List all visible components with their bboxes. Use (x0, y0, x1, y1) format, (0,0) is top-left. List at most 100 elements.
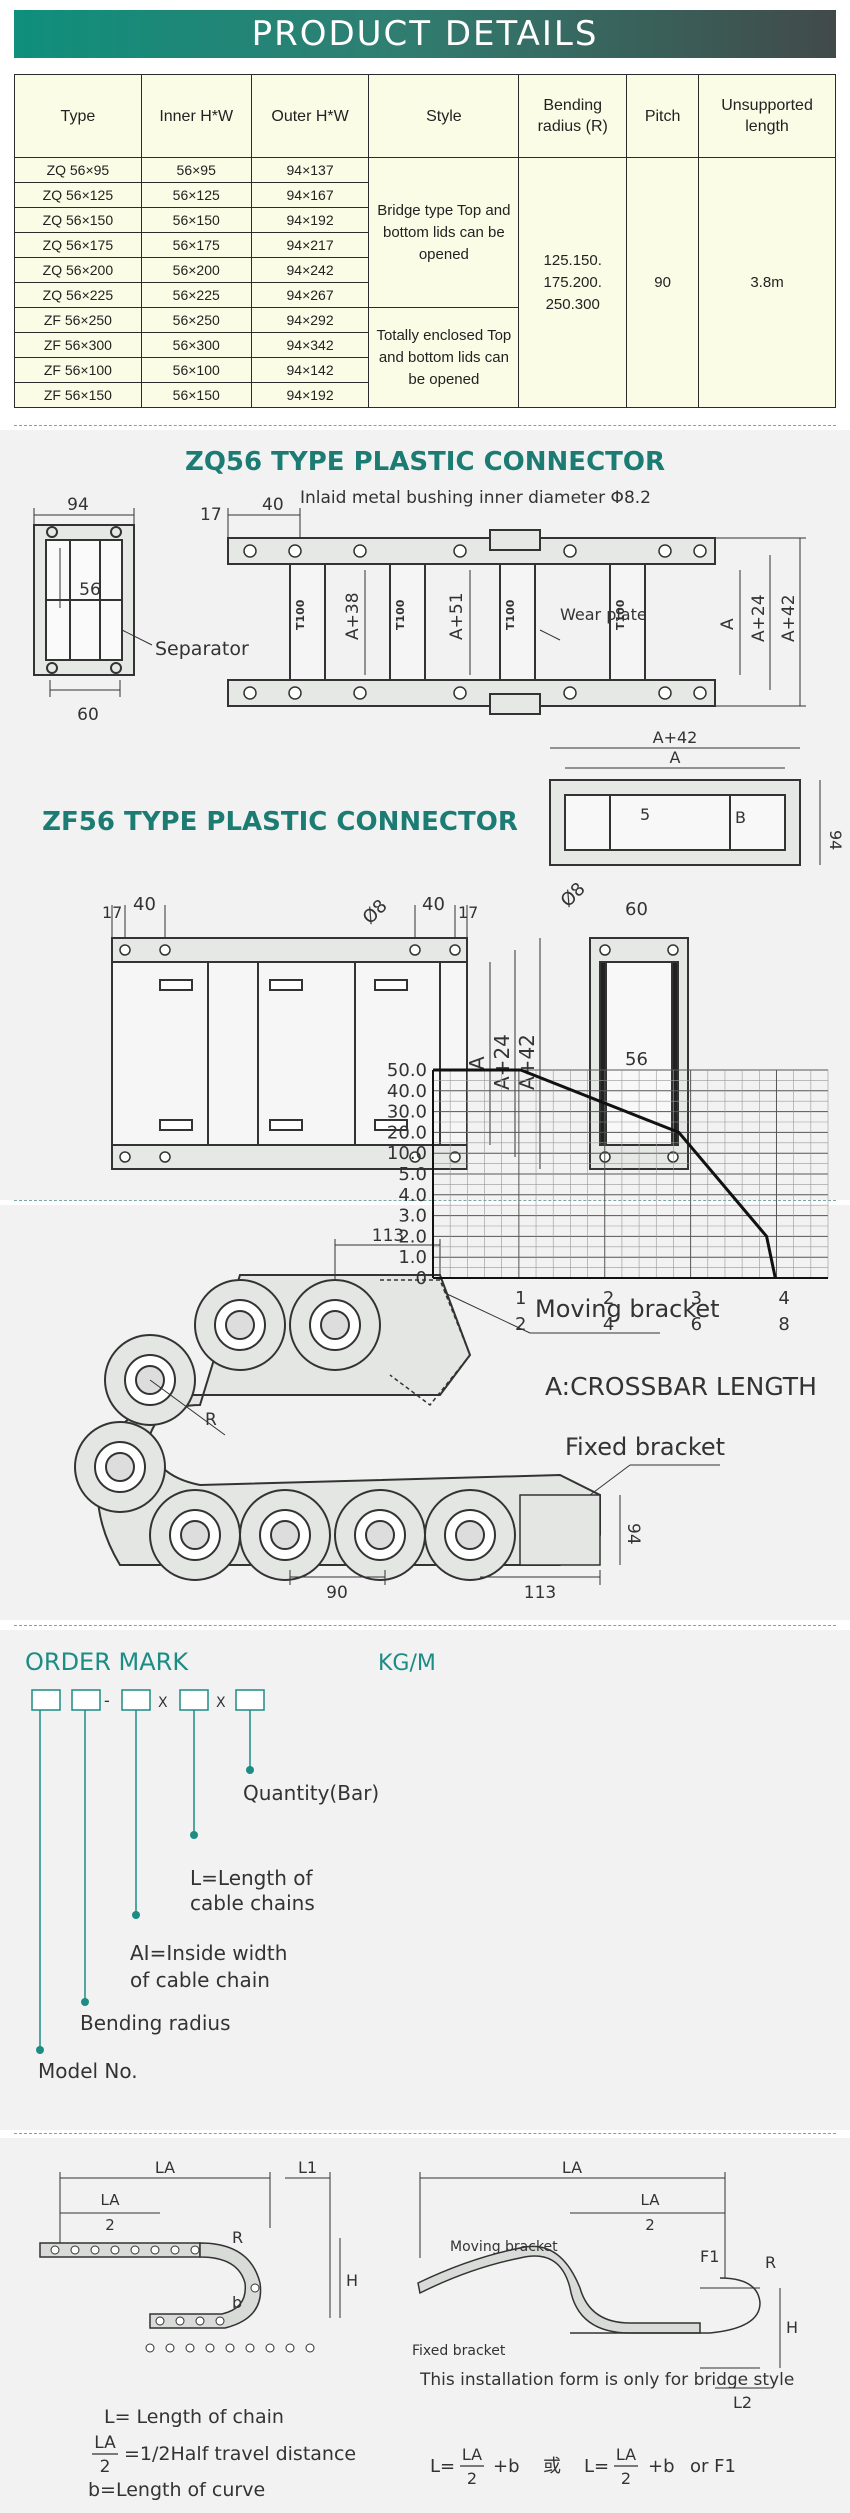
install-la-right-den: 2 (645, 2216, 655, 2234)
cell-style-enclosed: Totally enclosed Top and bottom lids can… (368, 307, 520, 408)
zf56-dim-40a: 40 (133, 894, 156, 915)
cell-outer: 94×167 (250, 182, 370, 208)
install-f1: F1 (700, 2247, 719, 2266)
col-pitch: Pitch (626, 74, 700, 158)
link-mark: T100 (504, 599, 517, 630)
zq56-top-dim-5: 5 (640, 805, 650, 824)
cell-inner: 56×95 (140, 157, 252, 183)
cell-outer: 94×267 (250, 282, 370, 308)
def-half-den: 2 (100, 2457, 111, 2477)
zf56-dim-d8b: Ø8 (557, 879, 590, 912)
def-length: L= Length of chain (104, 2406, 284, 2428)
chart-y-tick-label: 10.0 (387, 1143, 427, 1164)
formula-num2: LA (616, 2445, 636, 2464)
zq56-dim-56: 56 (79, 580, 101, 600)
order-section-bg (0, 1630, 850, 2130)
install-diagrams: LA LA 2 L1 R b H LA LA 2 Moving bracket … (39, 2158, 798, 2501)
brackets (380, 1279, 601, 1566)
chart-x-tick-label: 1 (515, 1288, 526, 1309)
chart-y-tick-label: 50.0 (387, 1060, 427, 1081)
chart-x-tick-label: 3 (691, 1288, 702, 1309)
cell-outer: 94×217 (250, 232, 370, 258)
section-divider (14, 1200, 836, 1201)
cell-type: ZQ 56×125 (14, 182, 142, 208)
chart-y-tick-label: 30.0 (387, 1102, 427, 1123)
install-section-bg (0, 2138, 850, 2513)
install-r: R (232, 2228, 243, 2247)
cell-type: ZF 56×300 (14, 332, 142, 358)
install-la: LA (155, 2158, 175, 2177)
formula-or2: or F1 (690, 2456, 736, 2477)
zf56-side-view (111, 937, 468, 1170)
zf56-side-dims (111, 905, 541, 1169)
order-box-radius (71, 1689, 101, 1711)
cell-outer: 94×137 (250, 157, 370, 183)
bend-dim-94: 94 (623, 1523, 643, 1545)
col-inner: Inner H*W (140, 74, 252, 158)
order-sep-x2: X (216, 1695, 226, 1711)
formula-den2: 2 (621, 2469, 631, 2488)
chart-y-ticks: 01.02.03.04.05.010.020.030.040.050.0 (387, 1060, 427, 1289)
zq56-end-dims (33, 508, 153, 697)
cell-outer: 94×192 (250, 207, 370, 233)
bend-diagram: 113 90 113 94 R Moving bracket A:CROSSBA… (74, 1226, 817, 1603)
cell-inner: 56×225 (140, 282, 252, 308)
col-bending: Bending radius (R) (518, 74, 628, 158)
zq56-end-view (33, 524, 135, 676)
chart-y-tick-label: 3.0 (398, 1206, 427, 1227)
install-la-frac-num: LA (101, 2191, 121, 2209)
cell-outer: 94×242 (250, 257, 370, 283)
cell-inner: 56×250 (140, 307, 252, 333)
cell-type: ZF 56×250 (14, 307, 142, 333)
load-chart: KG/M 01.02.03.04.05.010.020.030.040.050.… (378, 1060, 829, 1676)
zq56-top-view (549, 779, 801, 866)
cell-outer: 94×192 (250, 382, 370, 408)
zq56-dim-a: A (718, 618, 738, 630)
cell-pitch: 90 (626, 157, 700, 408)
cell-bending-radius: 125.150. 175.200. 250.300 (518, 157, 628, 408)
chart-x-tick-label-secondary: 4 (603, 1314, 614, 1335)
chart-x-tick-label-secondary: 6 (691, 1314, 702, 1335)
bend-radius-label: R (205, 1410, 217, 1430)
chart-x-tick-label: 4 (778, 1288, 789, 1309)
zq56-chain-side (227, 529, 716, 715)
def-half-text: =1/2Half travel distance (124, 2443, 356, 2465)
page-title: PRODUCT DETAILS (251, 14, 599, 54)
zf56-dim-17b: 17 (458, 903, 478, 922)
zq56-top-dim-a: A (670, 748, 681, 767)
zq56-top-dims (550, 747, 821, 865)
section-divider (14, 425, 836, 426)
cell-type: ZQ 56×225 (14, 282, 142, 308)
cell-type: ZQ 56×175 (14, 232, 142, 258)
chart-y-tick-label: 5.0 (398, 1164, 427, 1185)
link-mark: T100 (294, 599, 307, 630)
chart-y-tick-label: 40.0 (387, 1081, 427, 1102)
zf56-dim-40b: 40 (422, 894, 445, 915)
zq56-bolt-holes (243, 544, 707, 700)
order-length-label-1: L=Length of (190, 1866, 313, 1890)
install-r-right: R (765, 2253, 776, 2272)
cell-outer: 94×292 (250, 307, 370, 333)
zq56-dim-a38: A+38 (343, 592, 363, 640)
zf56-dim-56: 56 (625, 1049, 648, 1070)
col-unsupported: Unsupported length (698, 74, 836, 158)
order-leader-dots (36, 1766, 254, 2054)
zq56-top-dim-b: B (735, 808, 746, 827)
cell-type: ZF 56×100 (14, 357, 142, 383)
order-leaders (39, 1710, 251, 2050)
cell-type: ZQ 56×200 (14, 257, 142, 283)
zf56-dim-a: A (465, 1056, 489, 1070)
formula-l1: L= (430, 2456, 455, 2477)
order-width-label-1: AI=Inside width (130, 1941, 287, 1965)
chart-y-tick-label: 2.0 (398, 1226, 427, 1247)
def-half-num: LA (94, 2433, 116, 2453)
formula-num1: LA (462, 2445, 482, 2464)
cell-inner: 56×125 (140, 182, 252, 208)
section-divider (14, 2133, 836, 2134)
zq56-title: ZQ56 TYPE PLASTIC CONNECTOR (185, 447, 665, 477)
install-h: H (346, 2271, 358, 2290)
